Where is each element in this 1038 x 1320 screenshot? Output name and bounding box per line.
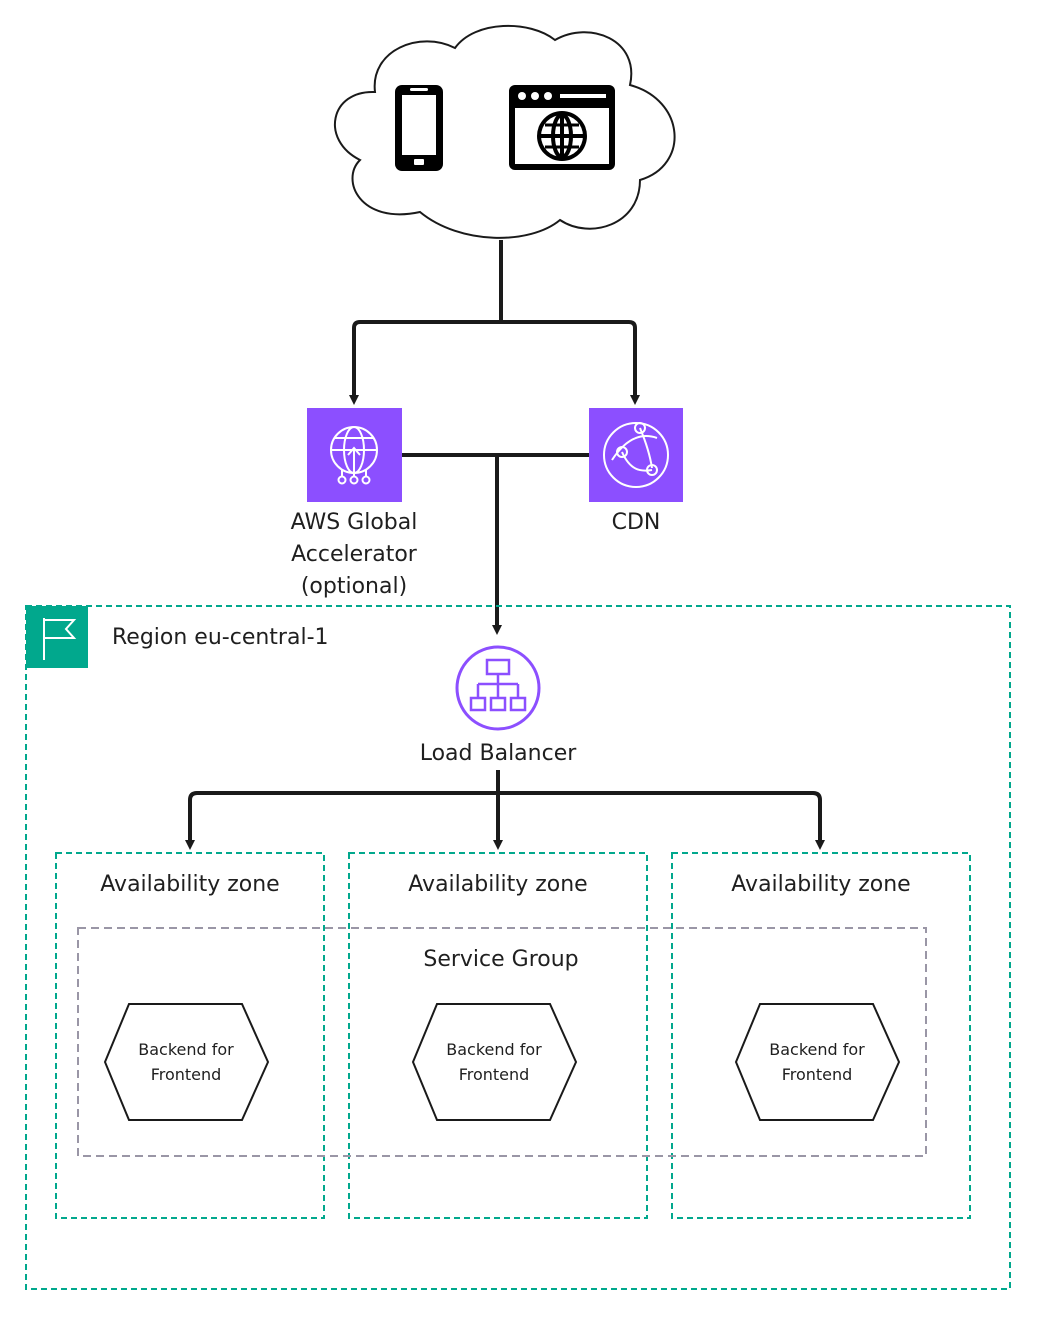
backend-3-label-line1: Backend for	[769, 1040, 865, 1059]
availability-zone-2	[348, 852, 648, 1219]
backend-3-label-line2: Frontend	[781, 1065, 853, 1084]
backend-2-label: Backend for Frontend	[414, 1037, 574, 1087]
backend-hexagon-1	[103, 1003, 270, 1121]
backend-3-label: Backend for Frontend	[737, 1037, 897, 1087]
availability-zone-3	[671, 852, 971, 1219]
service-group-container	[77, 927, 927, 1157]
backend-1-label-line2: Frontend	[150, 1065, 222, 1084]
availability-zone-3-label: Availability zone	[731, 872, 911, 897]
internet-cloud	[333, 24, 676, 239]
backend-2-label-line2: Frontend	[458, 1065, 530, 1084]
availability-zones	[55, 852, 971, 1219]
backend-hexagons	[103, 1003, 901, 1121]
backend-hexagon-2	[411, 1003, 578, 1121]
edge-edge-services-to-load-balancer	[402, 453, 590, 635]
browser-globe-icon	[509, 85, 615, 170]
backend-2-label-line1: Backend for	[446, 1040, 542, 1059]
region-label: Region eu-central-1	[112, 625, 329, 650]
availability-zone-1	[55, 852, 325, 1219]
cloudfront-icon	[589, 408, 683, 502]
load-balancer-label: Load Balancer	[419, 741, 577, 766]
availability-zone-1-label: Availability zone	[100, 872, 280, 897]
elastic-load-balancer-icon	[455, 645, 541, 731]
edge-load-balancer-to-zones	[185, 770, 825, 850]
mobile-phone-icon	[395, 85, 443, 171]
region-container	[25, 605, 1011, 1290]
global-accelerator-icon	[307, 408, 402, 502]
service-group-label: Service Group	[423, 947, 579, 972]
backend-1-label-line1: Backend for	[138, 1040, 234, 1059]
global-accelerator-label: AWS Global Accelerator (optional)	[254, 507, 454, 603]
cdn-label: CDN	[611, 510, 661, 535]
backend-1-label: Backend for Frontend	[106, 1037, 266, 1087]
backend-hexagon-3	[734, 1003, 901, 1121]
global-accelerator-label-line2: Accelerator	[291, 542, 417, 567]
global-accelerator-label-line1: AWS Global	[290, 510, 418, 535]
global-accelerator-label-line3: (optional)	[300, 574, 408, 599]
region-flag-icon	[43, 618, 77, 660]
edge-cloud-to-edge-services	[349, 240, 640, 405]
availability-zone-2-label: Availability zone	[408, 872, 588, 897]
